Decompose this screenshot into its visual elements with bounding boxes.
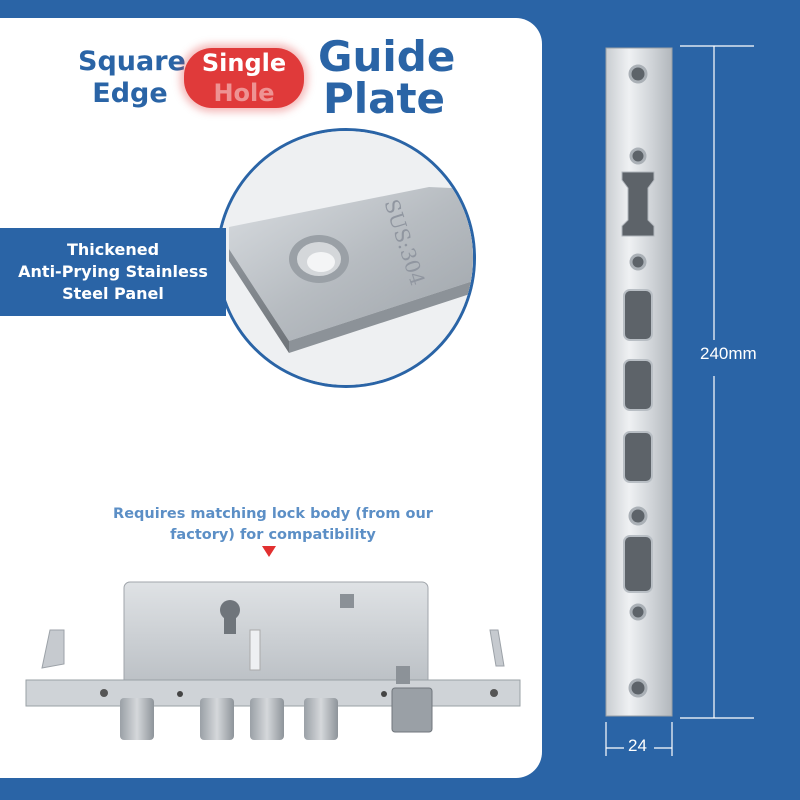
feature-band: Thickened Anti-Prying Stainless Steel Pa… (0, 228, 226, 316)
guide-plate-diagram (605, 45, 754, 756)
title-square-edge: Square Edge (78, 46, 186, 110)
feature-line-3: Steel Panel (62, 284, 164, 303)
title-guide-text: Guide (318, 32, 456, 81)
feature-line-2: Anti-Prying Stainless (18, 262, 208, 281)
length-dimension-label: 240mm (700, 344, 757, 363)
title-single-hole-badge: Single Hole (184, 48, 304, 108)
title-hole-text: Hole (213, 79, 275, 107)
title-guide-plate: Guide Plate (318, 32, 456, 123)
closeup-plate-image: SUS:304 (219, 131, 473, 385)
down-arrow-icon (262, 546, 276, 557)
width-dimension-label: 24 (628, 736, 647, 755)
closeup-magnifier: SUS:304 (216, 128, 476, 388)
title-edge-text: Edge (92, 78, 168, 109)
compatibility-note: Requires matching lock body (from our fa… (113, 506, 433, 543)
lock-body-image (25, 581, 521, 740)
product-title: Square Edge Single Hole Guide Plate (0, 36, 542, 126)
feature-line-1: Thickened (66, 240, 160, 259)
title-single-text: Single (201, 49, 287, 77)
title-plate-text: Plate (322, 74, 446, 123)
title-square-text: Square (78, 46, 186, 77)
